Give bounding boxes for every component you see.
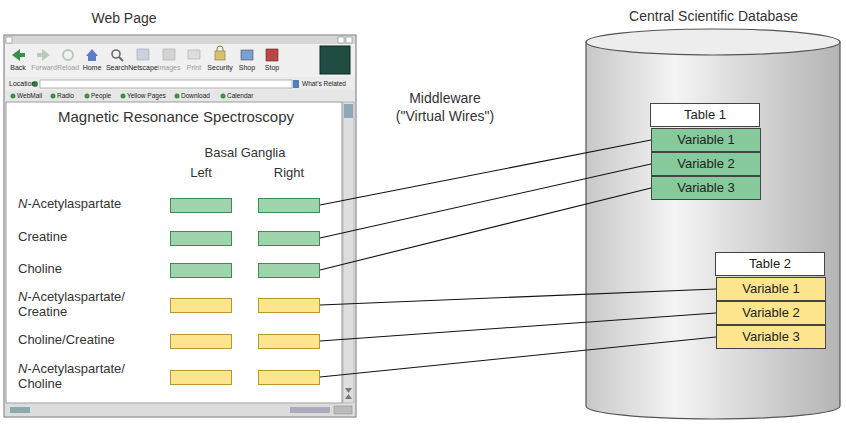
table-variable: Variable 3 <box>651 176 761 200</box>
toolbar-button-label: Netscape <box>128 64 158 72</box>
variable-name: Variable 2 <box>652 153 760 175</box>
virtual-wire <box>320 188 651 270</box>
table-variable: Variable 1 <box>716 277 826 301</box>
data-field-row: Creatine <box>18 230 320 247</box>
toolbar-button-label: Search <box>102 64 132 72</box>
virtual-wire <box>320 164 651 238</box>
toolbar-button-label: Home <box>77 64 107 72</box>
variable-name: Variable 3 <box>717 326 825 348</box>
right-value-field <box>258 298 320 313</box>
toolbar-button-label: Shop <box>232 64 262 72</box>
data-field-row: N-Acetylaspartate <box>18 197 320 214</box>
page-heading: Magnetic Resonance Spectroscopy <box>8 108 344 125</box>
virtual-wire <box>320 289 716 305</box>
panel-title: Central Scientific Database <box>585 8 842 24</box>
left-value-field <box>170 370 232 385</box>
row-label: N-Acetylaspartate/Choline <box>18 362 158 392</box>
table-variable: Variable 2 <box>716 301 826 325</box>
variable-name: Variable 3 <box>652 177 760 199</box>
middleware-label: Middleware ("Virtual Wires") <box>383 90 507 125</box>
row-label: N-Acetylaspartate <box>18 197 158 212</box>
left-value-field <box>170 198 232 213</box>
toolbar-button-label: Images <box>154 64 184 72</box>
table-variable: Variable 2 <box>651 152 761 176</box>
virtual-wire <box>320 337 716 377</box>
database-table: Table 2Variable 1Variable 2Variable 3 <box>715 252 825 276</box>
bookmark-label: WebMail <box>17 92 42 99</box>
table-name: Table 2 <box>716 253 824 275</box>
column-group-heading: Basal Ganglia <box>175 146 315 160</box>
table-variable: Variable 3 <box>716 325 826 349</box>
variable-name: Variable 2 <box>717 302 825 324</box>
central-database: Central Scientific DatabaseTable 1Variab… <box>585 2 842 422</box>
right-value-field <box>258 334 320 349</box>
column-heading: Right <box>259 166 319 180</box>
row-label: N-Acetylaspartate/Creatine <box>18 290 158 320</box>
toolbar-button-label: Back <box>3 64 33 72</box>
data-field-row: Choline/Creatine <box>18 333 320 350</box>
data-field-row: N-Acetylaspartate/Choline <box>18 362 320 392</box>
left-value-field <box>170 231 232 246</box>
bookmark-label: Radio <box>57 92 74 99</box>
toolbar-button-label: Security <box>205 64 235 72</box>
toolbar-button-label: Stop <box>257 64 287 72</box>
virtual-wire <box>320 140 651 205</box>
virtual-wire <box>320 313 716 341</box>
left-value-field <box>170 298 232 313</box>
database-table: Table 1Variable 1Variable 2Variable 3 <box>650 103 760 127</box>
row-label: Choline <box>18 262 158 277</box>
right-value-field <box>258 370 320 385</box>
toolbar-link: What's Related <box>302 80 346 87</box>
data-field-row: N-Acetylaspartate/Creatine <box>18 290 320 320</box>
database-cylinder <box>586 29 840 419</box>
right-value-field <box>258 231 320 246</box>
row-label: Choline/Creatine <box>18 333 158 348</box>
bookmark-label: People <box>91 92 111 99</box>
variable-name: Variable 1 <box>652 129 760 151</box>
table-name: Table 1 <box>651 104 759 126</box>
table-variable: Variable 1 <box>651 128 761 152</box>
column-heading: Left <box>171 166 231 180</box>
toolbar-button-label: Print <box>179 64 209 72</box>
toolbar-button-label: Reload <box>53 64 83 72</box>
bookmark-label: Download <box>181 92 210 99</box>
browser-window <box>4 35 356 417</box>
left-value-field <box>170 334 232 349</box>
bookmark-label: Calendar <box>227 92 253 99</box>
panel-title: Web Page <box>44 10 204 26</box>
data-field-row: Choline <box>18 262 320 279</box>
bookmark-label: Yellow Pages <box>127 92 166 99</box>
row-label: Creatine <box>18 230 158 245</box>
variable-name: Variable 1 <box>717 278 825 300</box>
left-value-field <box>170 263 232 278</box>
toolbar-button-label: Forward <box>29 64 59 72</box>
right-value-field <box>258 198 320 213</box>
location-label: Location: <box>9 80 37 88</box>
right-value-field <box>258 263 320 278</box>
